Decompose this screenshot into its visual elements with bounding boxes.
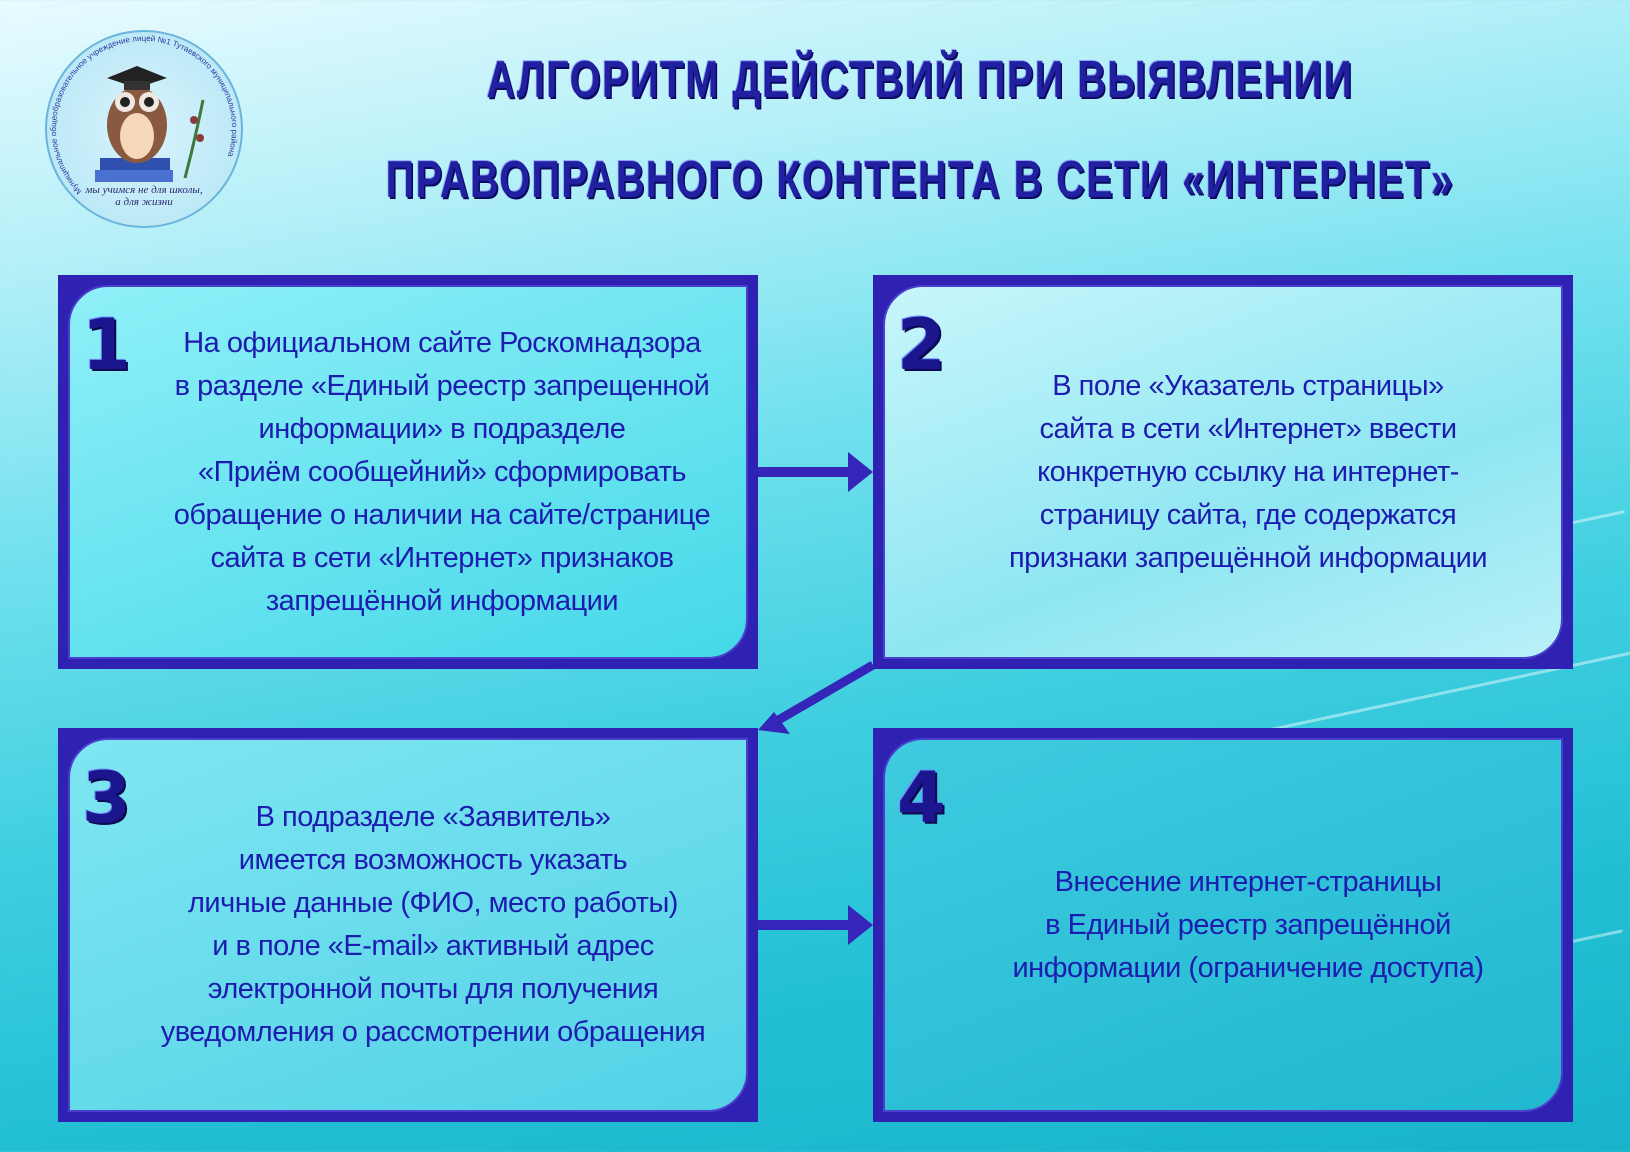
step-text: В подразделе «Заявитель» имеется возможн… <box>160 801 706 1048</box>
flow-arrows <box>757 452 876 945</box>
step-3-box: 3 В подразделе «Заявитель» имеется возмо… <box>58 728 758 1122</box>
title-line-1: АЛГОРИТМ ДЕЙСТВИЙ ПРИ ВЫЯВЛЕНИИ <box>486 51 1354 109</box>
step-2-box: 2 В поле «Указатель страницы» сайта в се… <box>873 275 1573 669</box>
owl-emblem-icon: Муниципальное общеобразовательное учрежд… <box>49 34 239 196</box>
arrow-head-icon <box>758 712 790 734</box>
step-1-box: 1 На официальном сайте Роскомнадзора в р… <box>58 275 758 669</box>
arrow-head-icon <box>848 905 873 945</box>
step-text: На официальном сайте Роскомнадзора в раз… <box>173 326 711 617</box>
title-line-2: ПРАВОПРАВНОГО КОНТЕНТА В СЕТИ «ИНТЕРНЕТ» <box>385 151 1455 209</box>
step-text: Внесение интернет-страницы в Единый реес… <box>1012 865 1484 984</box>
logo-motto: мы учимся не для школы, а для жизни <box>85 184 203 208</box>
step-number: 4 <box>897 757 946 839</box>
step-4-box: 4 Внесение интернет-страницы в Единый ре… <box>873 728 1573 1122</box>
step-number: 2 <box>897 304 946 386</box>
page-title: АЛГОРИТМ ДЕЙСТВИЙ ПРИ ВЫЯВЛЕНИИ ПРАВОПРА… <box>386 30 1455 230</box>
step-text: В поле «Указатель страницы» сайта в сети… <box>1008 369 1488 574</box>
step-number: 1 <box>82 304 131 386</box>
school-logo: Муниципальное общеобразовательное учрежд… <box>45 30 243 228</box>
step-number: 3 <box>82 757 131 839</box>
arrow-2-to-3 <box>772 661 876 726</box>
arrow-head-icon <box>848 452 873 492</box>
